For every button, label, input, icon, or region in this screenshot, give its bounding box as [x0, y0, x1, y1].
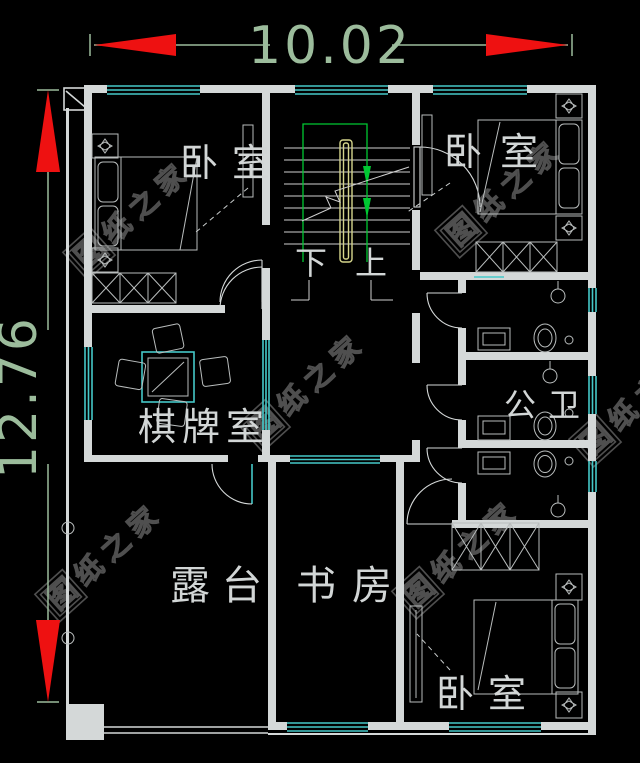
window-icon — [588, 461, 597, 492]
label-public-bathroom: 公卫 — [504, 386, 592, 424]
door-arc — [413, 146, 481, 208]
nightstand-icon — [91, 133, 119, 159]
wardrobe-icon — [475, 241, 558, 273]
sink-icon — [477, 415, 511, 441]
window-icon — [287, 722, 368, 732]
window-icon — [449, 722, 541, 732]
floor-drain-icon — [564, 456, 574, 466]
toilet-icon — [533, 411, 557, 441]
balcony-edge — [66, 108, 69, 735]
nightstand-icon — [91, 247, 119, 273]
window-icon — [84, 347, 93, 420]
tv-cabinet-icon — [409, 605, 423, 703]
sink-icon — [477, 327, 511, 351]
window-icon — [588, 288, 597, 312]
railing-post-icon — [61, 631, 75, 645]
shower-icon — [550, 281, 566, 304]
shower-icon — [542, 361, 558, 384]
label-chess-room: 棋牌室 — [138, 405, 270, 449]
stair-steps — [284, 147, 410, 245]
label-study: 书房 — [296, 563, 408, 609]
floor-drain-icon — [564, 335, 574, 345]
leader-line — [416, 633, 451, 671]
bedroom-top-right-furniture — [405, 93, 583, 273]
staircase — [284, 123, 410, 301]
floor-drain-icon — [564, 408, 574, 418]
watermark: 图纸之家 — [61, 153, 198, 281]
door-arc — [426, 447, 463, 484]
label-bedroom-top-left: 卧室 — [180, 141, 284, 185]
chair-icon — [199, 356, 231, 387]
room-labels: 卧室 卧室 棋牌室 公卫 露台 书房 卧室 下 上 — [138, 130, 592, 716]
label-stair-down: 下 — [295, 244, 327, 282]
label-stair-up: 上 — [355, 244, 387, 282]
door-arc — [426, 292, 463, 329]
dimension-top-value: 10.02 — [248, 16, 412, 76]
door-arc — [219, 259, 263, 303]
stair-direction-lines — [302, 123, 371, 262]
label-bedroom-bottom-right: 卧室 — [436, 672, 540, 716]
door-arc — [219, 266, 263, 310]
stair-leader-lines — [291, 280, 393, 301]
window-icon — [262, 340, 270, 430]
wardrobe-icon — [451, 522, 540, 571]
svg-text:图纸之家: 图纸之家 — [41, 495, 170, 616]
bed-icon — [473, 599, 579, 695]
stair-arrow-icon — [363, 166, 371, 186]
chair-icon — [114, 358, 147, 391]
label-terrace: 露台 — [170, 563, 274, 609]
leader-line — [195, 187, 249, 233]
leader-line — [405, 182, 451, 214]
watermarks: 图纸之家 图纸之家 图纸之家 图纸之家 图纸之家 图纸之家 — [33, 131, 640, 623]
bedroom-bottom-right-furniture — [409, 522, 583, 719]
sink-icon — [477, 451, 511, 475]
toilet-icon — [533, 323, 557, 353]
interior-walls — [84, 85, 588, 728]
doors — [211, 146, 481, 525]
stair-break-line — [301, 166, 410, 222]
stair-arrow-icon — [363, 198, 371, 218]
bathroom-fixtures — [477, 281, 574, 518]
door-arc — [406, 478, 453, 525]
chair-icon — [151, 323, 185, 354]
chess-room-furniture — [114, 323, 231, 427]
shower-icon — [550, 495, 566, 518]
label-bedroom-top-right: 卧室 — [444, 130, 556, 174]
door-arc — [426, 384, 463, 421]
bed-icon — [94, 156, 198, 251]
window-icon — [290, 455, 380, 464]
mahjong-table-icon — [141, 351, 195, 403]
chair-icon — [156, 398, 188, 427]
door-arc — [211, 463, 253, 505]
dimension-left: 12.76 — [0, 89, 60, 703]
bedroom-top-left-furniture — [91, 124, 254, 304]
dimension-top: 10.02 — [89, 16, 573, 76]
window-icon — [107, 85, 200, 95]
nightstand-icon — [555, 93, 583, 119]
arrow-right-icon — [486, 34, 568, 56]
nightstand-icon — [555, 691, 583, 719]
arrow-left-icon — [94, 34, 176, 56]
windows — [84, 85, 597, 732]
wardrobe-icon — [91, 272, 177, 304]
tv-cabinet-icon — [421, 114, 433, 196]
arrow-down-icon — [36, 620, 60, 702]
exterior-walls — [61, 85, 596, 740]
flue-box-icon — [63, 87, 89, 111]
window-icon — [588, 376, 597, 414]
toilet-icon — [533, 450, 557, 478]
tv-cabinet-icon — [242, 124, 254, 198]
arrow-up-icon — [36, 90, 60, 172]
corner-column — [66, 704, 104, 740]
nightstand-icon — [555, 573, 583, 601]
watermark: 图纸之家 — [33, 495, 170, 623]
window-icon — [433, 85, 527, 95]
window-icon — [295, 85, 388, 95]
nightstand-icon — [555, 215, 583, 241]
dimension-left-value: 12.76 — [0, 315, 49, 479]
railing-post-icon — [61, 521, 75, 535]
bed-icon — [477, 119, 583, 215]
